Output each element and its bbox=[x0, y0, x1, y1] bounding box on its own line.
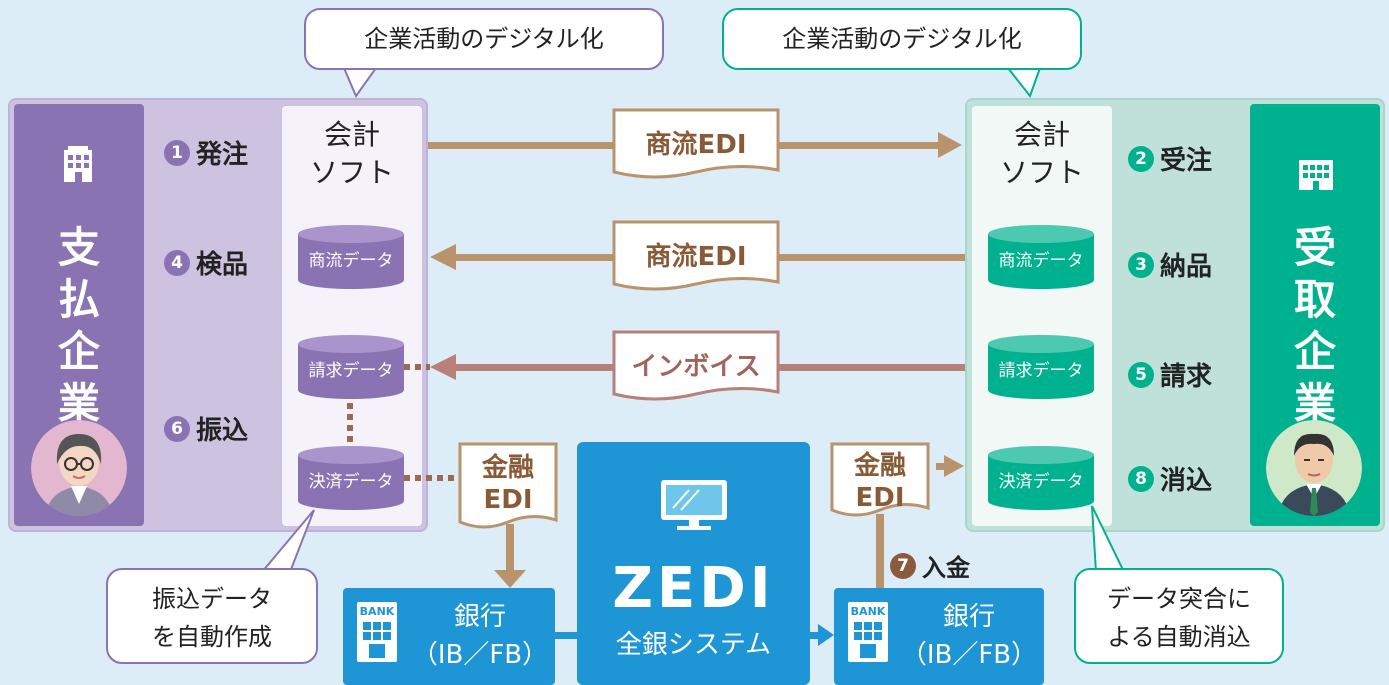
payer-settlement-db bbox=[298, 446, 404, 510]
zedi-system-box: ZEDI 全銀システム bbox=[577, 442, 810, 685]
zedi-title: ZEDI bbox=[612, 556, 775, 621]
bank-icon: BANK bbox=[357, 602, 397, 662]
payer-bank-box: BANK 銀行（IB／FB） bbox=[343, 588, 555, 685]
order-edi-document bbox=[612, 108, 780, 179]
monitor-icon bbox=[661, 480, 727, 530]
payer-person-avatar bbox=[31, 420, 127, 516]
payer-settlement-db-label: 決済データ bbox=[308, 472, 394, 492]
receiver-commerce-db-label: 商流データ bbox=[998, 251, 1084, 271]
invoice-document bbox=[612, 330, 780, 401]
digitalization-callout-right: 企業活動のデジタル化 bbox=[722, 8, 1082, 70]
finance-edi-right-document bbox=[830, 442, 930, 517]
payer-invoice-db bbox=[298, 335, 404, 399]
receiver-title: 受 取 企 業 bbox=[1293, 223, 1336, 428]
finance-edi-left-document bbox=[458, 442, 558, 529]
office-building-icon bbox=[1299, 160, 1333, 190]
digitalization-callout-left: 企業活動のデジタル化 bbox=[304, 8, 664, 70]
receiver-bank-box: BANK 銀行（IB／FB） bbox=[834, 588, 1044, 685]
delivery-edi-label: 商流EDI bbox=[645, 242, 747, 272]
receiver-commerce-db bbox=[988, 225, 1094, 289]
payer-accounting-software: 会計ソフト bbox=[309, 118, 394, 189]
bank-icon: BANK bbox=[848, 602, 888, 662]
finance-edi-right-arrow bbox=[876, 455, 964, 590]
receiver-settlement-db bbox=[988, 446, 1094, 510]
payer-invoice-db-label: 請求データ bbox=[308, 361, 394, 381]
payer-title: 支 払 企 業 bbox=[57, 223, 100, 428]
receiver-person-avatar bbox=[1266, 420, 1362, 516]
invoice-label: インボイス bbox=[631, 352, 761, 382]
zedi-to-bank-arrow bbox=[810, 624, 834, 646]
receiver-accounting-software: 会計ソフト bbox=[999, 118, 1084, 189]
dotted-connectors bbox=[347, 364, 456, 481]
order-edi-label: 商流EDI bbox=[645, 130, 747, 160]
receiver-bank-label: 銀行（IB／FB） bbox=[900, 602, 1038, 670]
auto-transfer-callout: 振込データを自動作成 bbox=[106, 568, 318, 664]
payer-bank-label: 銀行（IB／FB） bbox=[411, 602, 549, 670]
delivery-edi-document bbox=[612, 220, 780, 291]
payer-commerce-db bbox=[298, 225, 404, 289]
bank-to-zedi-line bbox=[555, 632, 577, 639]
building-icon bbox=[64, 146, 92, 182]
auto-reconcile-callout: データ突合による自動消込 bbox=[1074, 568, 1284, 664]
receiver-invoice-db-label: 請求データ bbox=[998, 361, 1084, 381]
receiver-settlement-db-label: 決済データ bbox=[998, 472, 1084, 492]
payer-commerce-db-label: 商流データ bbox=[308, 251, 394, 271]
zedi-subtitle: 全銀システム bbox=[615, 630, 772, 660]
receiver-invoice-db bbox=[988, 335, 1094, 399]
finance-edi-left-arrow bbox=[494, 524, 526, 588]
